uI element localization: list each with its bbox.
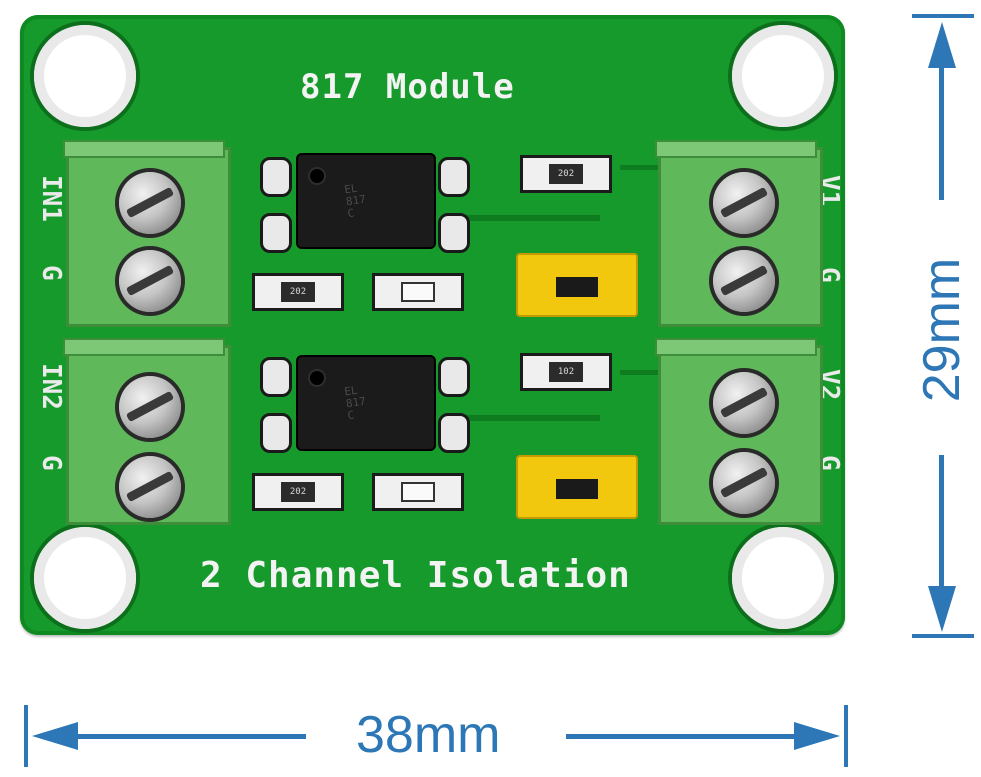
dimension-line-horizontal-left	[76, 734, 306, 739]
led-body	[401, 282, 435, 302]
screw-icon	[119, 172, 181, 234]
height-dimension-label: 29mm	[913, 257, 971, 403]
screw-icon	[119, 376, 181, 438]
dimension-line-vertical-top	[939, 60, 944, 200]
trace	[620, 370, 660, 375]
mounting-hole-top-right	[732, 25, 834, 127]
jumper-hole	[556, 277, 598, 297]
ic-pad	[438, 357, 470, 397]
terminal-lip	[655, 140, 817, 158]
board-subtitle: 2 Channel Isolation	[200, 555, 631, 596]
dimension-line-horizontal-right	[566, 734, 796, 739]
dimension-tick-top	[912, 14, 974, 18]
arrow-right-icon	[794, 722, 840, 750]
led-1	[372, 273, 464, 311]
led-body	[401, 482, 435, 502]
ic-pad	[438, 213, 470, 253]
width-dimension-label: 38mm	[356, 706, 501, 764]
mounting-hole-top-left	[34, 25, 136, 127]
terminal-block-v2	[655, 338, 823, 525]
pcb-board: 817 Module 2 Channel Isolation IN1 G IN2…	[20, 15, 845, 635]
resistor-r1: 202	[520, 155, 612, 193]
resistor-r3: 202	[252, 273, 344, 311]
terminal-lip	[655, 338, 817, 356]
resistor-code: 202	[281, 282, 315, 302]
terminal-block-v1	[655, 140, 823, 327]
screw-icon	[713, 452, 775, 514]
pin1-dot	[310, 371, 324, 385]
ic-pad	[438, 413, 470, 453]
trace	[620, 165, 660, 170]
label-in1: IN1	[36, 175, 66, 222]
resistor-r4: 202	[252, 473, 344, 511]
screw-icon	[119, 250, 181, 312]
terminal-lip	[63, 140, 225, 158]
label-in2: IN2	[36, 363, 66, 410]
terminal-lip	[63, 338, 225, 356]
dimension-line-vertical-bottom	[939, 455, 944, 590]
screw-icon	[713, 172, 775, 234]
ic-pad	[260, 157, 292, 197]
ic-pad	[260, 413, 292, 453]
screw-icon	[713, 250, 775, 312]
pin1-dot	[310, 169, 324, 183]
resistor-code: 102	[549, 362, 583, 382]
led-2	[372, 473, 464, 511]
ic-pad	[438, 157, 470, 197]
ic-pad	[260, 213, 292, 253]
trace	[460, 415, 600, 421]
resistor-r2: 102	[520, 353, 612, 391]
ic-pad	[260, 357, 292, 397]
jumper-hole	[556, 479, 598, 499]
resistor-code: 202	[281, 482, 315, 502]
arrow-left-icon	[32, 722, 78, 750]
terminal-block-in2	[63, 338, 231, 525]
dimension-tick-bottom	[912, 634, 974, 638]
label-g-left-2: G	[36, 455, 66, 471]
mounting-hole-bottom-right	[732, 527, 834, 629]
jumper-2[interactable]	[516, 455, 638, 519]
dimension-tick-right	[844, 705, 848, 767]
trace	[460, 215, 600, 221]
mounting-hole-bottom-left	[34, 527, 136, 629]
dimension-tick-left	[24, 705, 28, 767]
screw-icon	[713, 372, 775, 434]
terminal-block-in1	[63, 140, 231, 327]
jumper-1[interactable]	[516, 253, 638, 317]
resistor-code: 202	[549, 164, 583, 184]
screw-icon	[119, 456, 181, 518]
board-title: 817 Module	[300, 67, 515, 107]
arrow-down-icon	[928, 586, 956, 632]
label-g-left-1: G	[36, 265, 66, 281]
